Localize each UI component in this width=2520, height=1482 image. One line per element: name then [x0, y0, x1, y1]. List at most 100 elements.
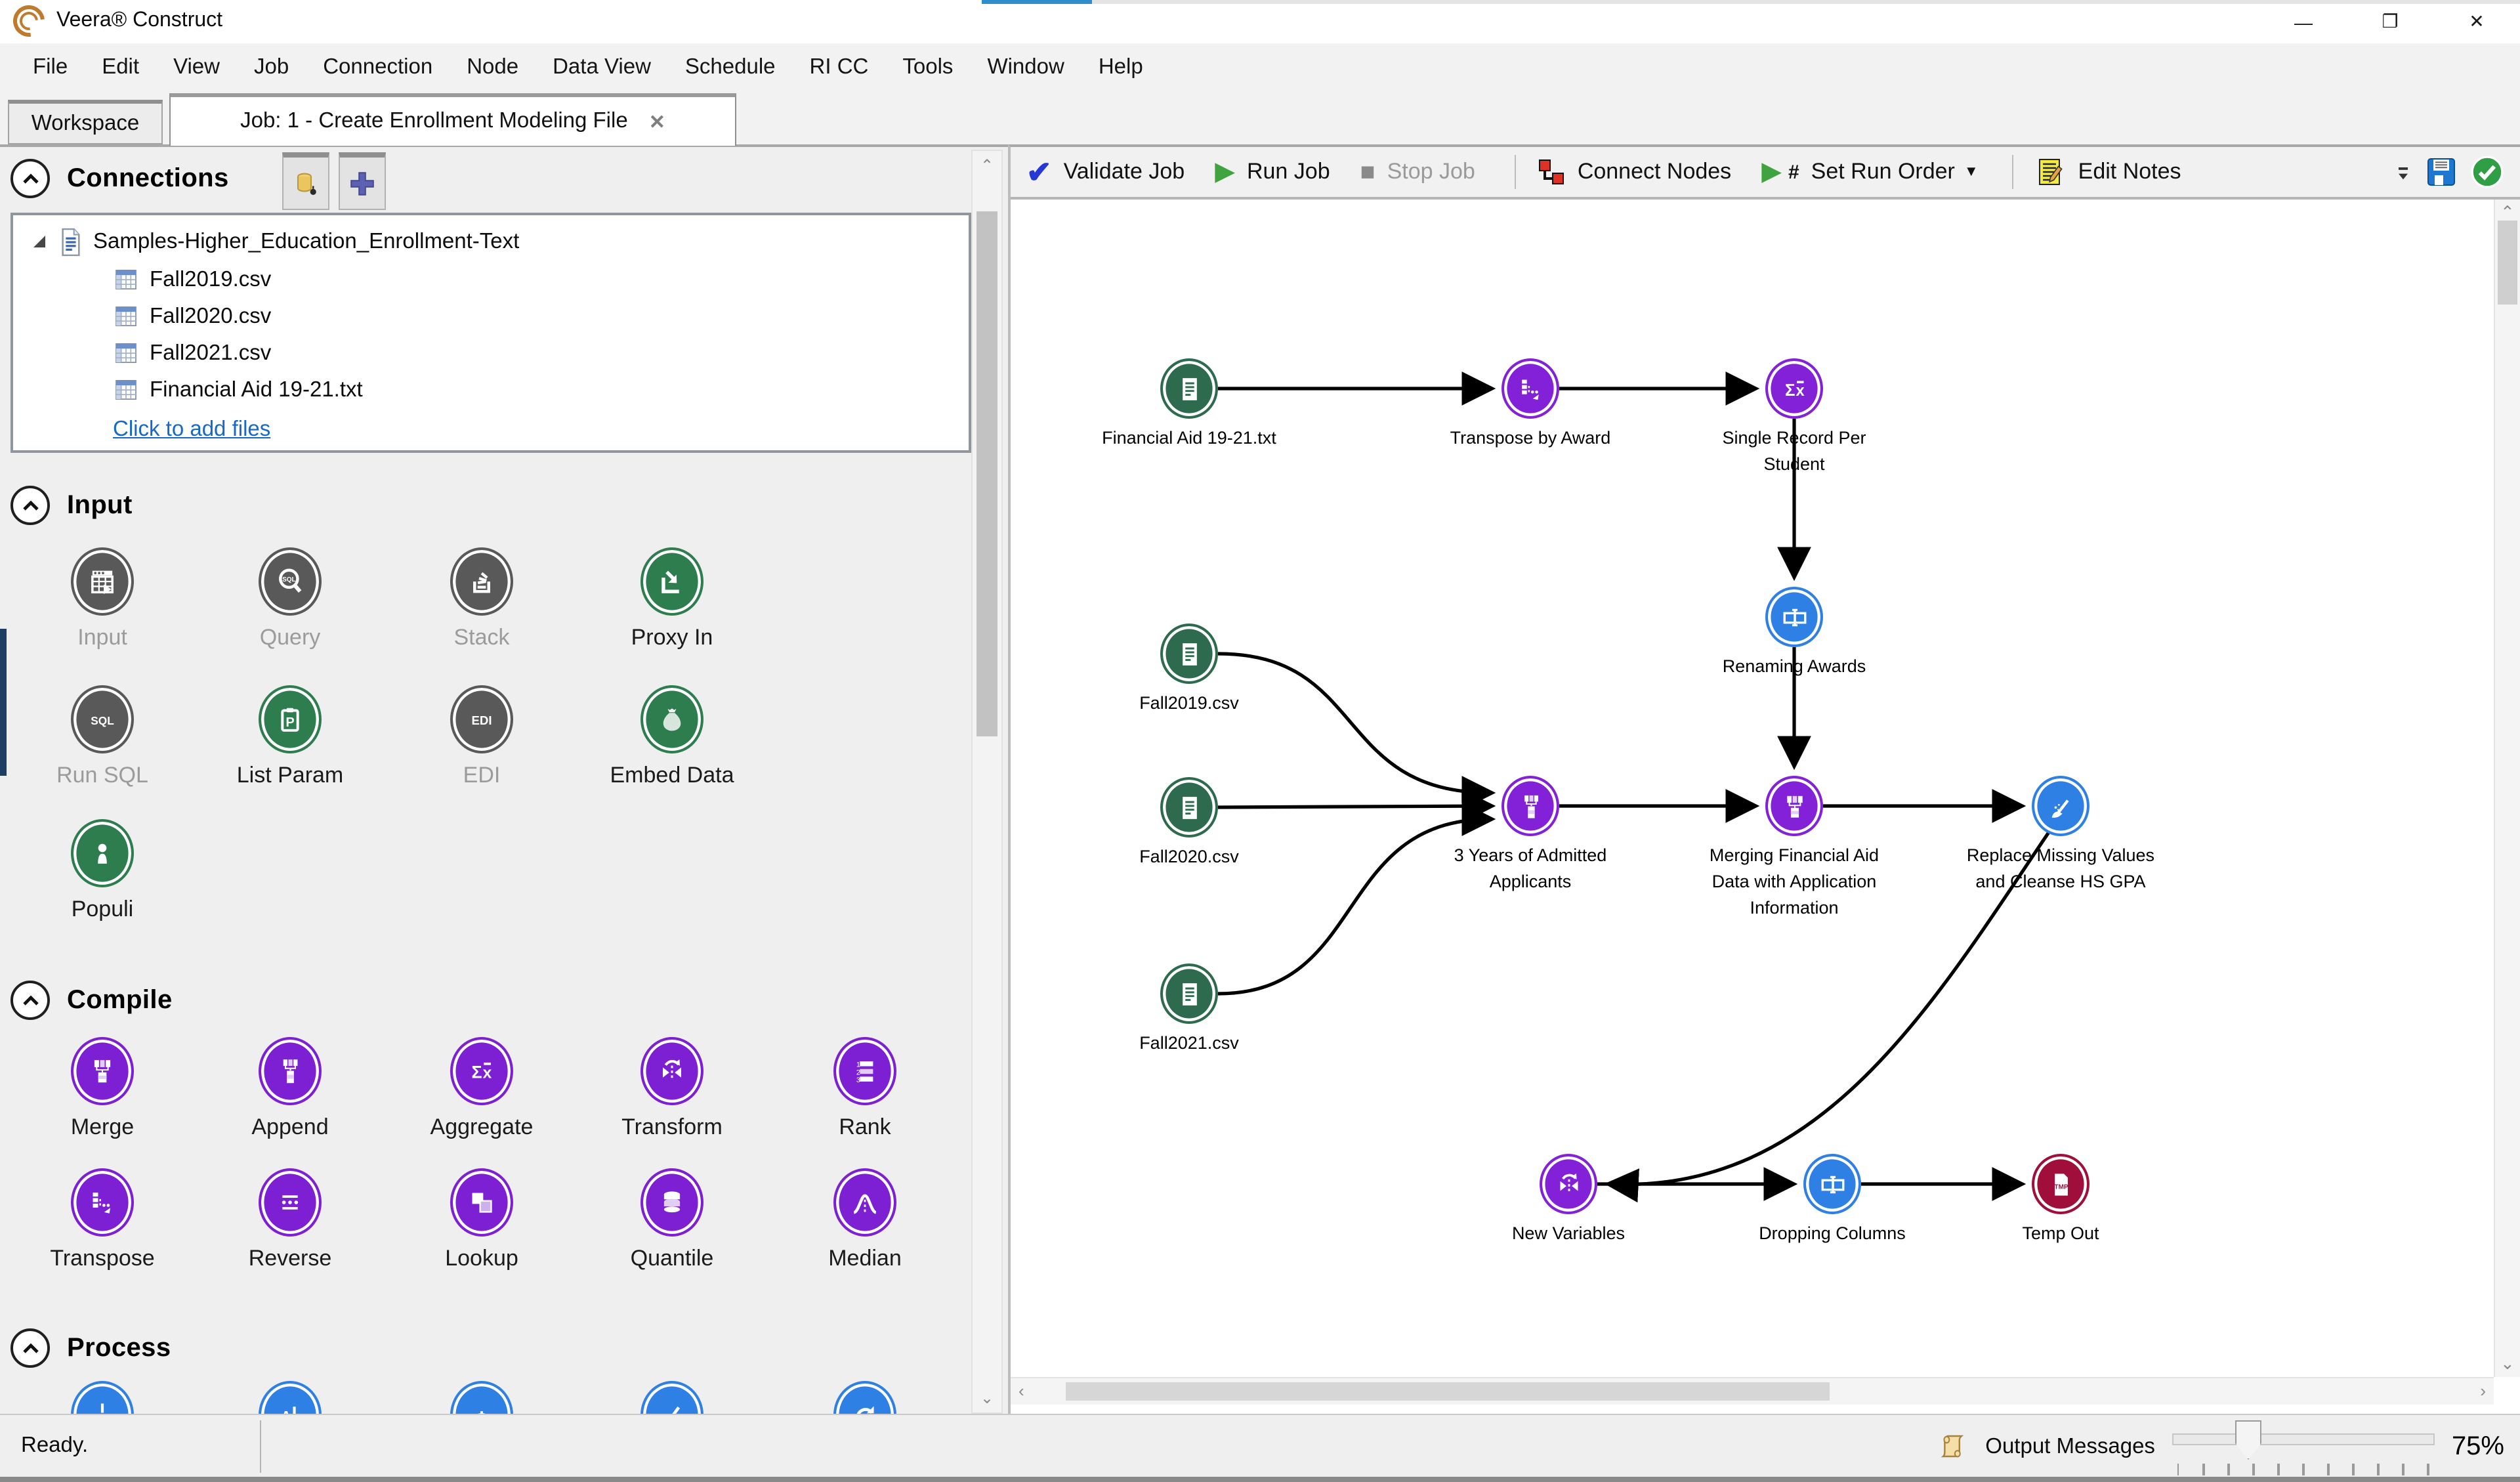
zoom-slider-track[interactable] — [2172, 1433, 2435, 1445]
median-node-icon[interactable] — [833, 1168, 896, 1237]
palette-scrollbar-thumb[interactable] — [976, 211, 998, 736]
flow-edge-fall2020-to-3years[interactable] — [1217, 789, 1496, 824]
tree-file-row[interactable]: Fall2020.csv — [113, 301, 271, 332]
validate-job-button[interactable]: Validate Job — [1063, 159, 1185, 184]
palette-item-proxy-in[interactable]: Proxy In — [585, 547, 759, 651]
palette-item-quantile[interactable]: Quantile — [585, 1168, 759, 1272]
stack-node-icon[interactable] — [450, 547, 513, 616]
collapse-input-button[interactable] — [10, 486, 50, 525]
flow-edge-replace-to-newvars[interactable] — [1604, 831, 2051, 1203]
gauge-node-icon[interactable] — [450, 1381, 513, 1414]
lookup-node-icon[interactable] — [450, 1168, 513, 1237]
append-node-icon[interactable] — [259, 1037, 322, 1105]
run-sql-node-icon[interactable]: SQL — [71, 685, 134, 753]
refresh-node-icon[interactable] — [833, 1381, 896, 1414]
palette-item-partial[interactable]: A — [203, 1381, 377, 1414]
run-job-button[interactable]: Run Job — [1246, 159, 1330, 184]
collapse-compile-button[interactable] — [10, 981, 50, 1020]
canvas-vertical-scrollbar[interactable]: ⌃ ⌄ — [2494, 200, 2520, 1377]
menu-item-data-view[interactable]: Data View — [553, 54, 651, 78]
add-files-link[interactable]: Click to add files — [113, 417, 271, 441]
palette-item-partial[interactable] — [395, 1381, 568, 1414]
menu-item-file[interactable]: File — [33, 54, 68, 78]
output-messages-button[interactable]: Output Messages — [1985, 1434, 2155, 1458]
add-database-connection-button[interactable] — [282, 152, 329, 210]
minimize-button[interactable]: — — [2294, 11, 2313, 32]
scroll-down-icon[interactable]: ⌄ — [2500, 1353, 2515, 1373]
menu-item-edit[interactable]: Edit — [102, 54, 140, 78]
flow-node-fall2020[interactable] — [1160, 777, 1218, 837]
connect-nodes-button[interactable]: Connect Nodes — [1577, 159, 1732, 184]
canvas-vscroll-thumb[interactable] — [2498, 221, 2517, 305]
flow-edge-fall2019-to-3years[interactable] — [1217, 652, 1496, 810]
menu-item-ri-cc[interactable]: RI CC — [809, 54, 869, 78]
zoom-slider-thumb[interactable] — [2235, 1420, 2261, 1460]
tab-workspace[interactable]: Workspace — [8, 100, 163, 144]
menu-item-tools[interactable]: Tools — [902, 54, 954, 78]
menu-item-node[interactable]: Node — [467, 54, 519, 78]
flow-node-tempout[interactable]: TMP — [2032, 1154, 2090, 1214]
palette-item-stack[interactable]: Stack — [395, 547, 568, 651]
canvas-hscroll-thumb[interactable] — [1066, 1382, 1830, 1401]
palette-item-populi[interactable]: Populi — [16, 819, 189, 923]
palette-item-transform[interactable]: Transform — [585, 1037, 759, 1141]
flow-edge-fall2021-to-3years[interactable] — [1217, 802, 1496, 996]
input-node-icon[interactable] — [71, 547, 134, 616]
palette-item-append[interactable]: Append — [203, 1037, 377, 1141]
flow-node-3years[interactable] — [1502, 776, 1559, 836]
palette-item-partial[interactable] — [585, 1381, 759, 1414]
collapse-process-button[interactable] — [10, 1328, 50, 1368]
set-run-order-dropdown-icon[interactable]: ▼ — [1964, 164, 1979, 180]
zoom-slider[interactable] — [2172, 1416, 2435, 1477]
transform-node-icon[interactable] — [640, 1037, 704, 1105]
embed-data-node-icon[interactable] — [640, 685, 704, 753]
palette-item-partial[interactable] — [16, 1381, 189, 1414]
flow-node-finaid[interactable] — [1160, 358, 1218, 419]
tree-file-row[interactable]: Fall2019.csv — [113, 264, 271, 295]
palette-item-lookup[interactable]: Lookup — [395, 1168, 568, 1272]
tree-file-row[interactable]: Fall2021.csv — [113, 337, 271, 369]
menu-item-connection[interactable]: Connection — [323, 54, 433, 78]
palette-item-partial[interactable] — [778, 1381, 952, 1414]
proxy-in-node-icon[interactable] — [640, 547, 704, 616]
flow-node-newvars[interactable] — [1540, 1154, 1597, 1214]
restore-button[interactable]: ❐ — [2382, 11, 2399, 32]
menu-item-schedule[interactable]: Schedule — [684, 54, 776, 78]
tree-root-row[interactable]: Samples-Higher_Education_Enrollment-Text — [32, 226, 519, 257]
reverse-node-icon[interactable] — [259, 1168, 322, 1237]
palette-scrollbar[interactable]: ⌃ ⌄ — [971, 150, 1003, 1414]
menu-item-window[interactable]: Window — [987, 54, 1064, 78]
palette-item-reverse[interactable]: Reverse — [203, 1168, 377, 1272]
list-param-node-icon[interactable]: P — [259, 685, 322, 753]
palette-item-merge[interactable]: Merge — [16, 1037, 189, 1141]
add-connection-plus-button[interactable] — [339, 152, 386, 210]
flow-node-fall2021[interactable] — [1160, 963, 1218, 1024]
scroll-down-icon[interactable]: ⌄ — [980, 1389, 994, 1407]
menu-item-job[interactable]: Job — [254, 54, 289, 78]
flow-node-dropping[interactable] — [1803, 1154, 1861, 1214]
expander-icon[interactable] — [32, 234, 47, 249]
palette-item-embed-data[interactable]: Embed Data — [585, 685, 759, 789]
palette-item-input[interactable]: Input — [16, 547, 189, 651]
flow-node-merging[interactable] — [1765, 776, 1823, 836]
scroll-left-icon[interactable]: ‹ — [1018, 1381, 1024, 1401]
populi-node-icon[interactable] — [71, 819, 134, 887]
flow-node-fall2019[interactable] — [1160, 624, 1218, 684]
edit-notes-button[interactable]: Edit Notes — [2078, 159, 2181, 184]
merge-node-icon[interactable] — [71, 1037, 134, 1105]
set-run-order-button[interactable]: Set Run Order — [1811, 159, 1955, 184]
tree-file-row[interactable]: Financial Aid 19-21.txt — [113, 374, 363, 406]
scroll-up-icon[interactable]: ⌃ — [2500, 202, 2515, 222]
query-node-icon[interactable]: SQL — [259, 547, 322, 616]
edi-node-icon[interactable]: EDI — [450, 685, 513, 753]
collapse-connections-button[interactable] — [10, 159, 50, 198]
transpose-node-icon[interactable] — [71, 1168, 134, 1237]
